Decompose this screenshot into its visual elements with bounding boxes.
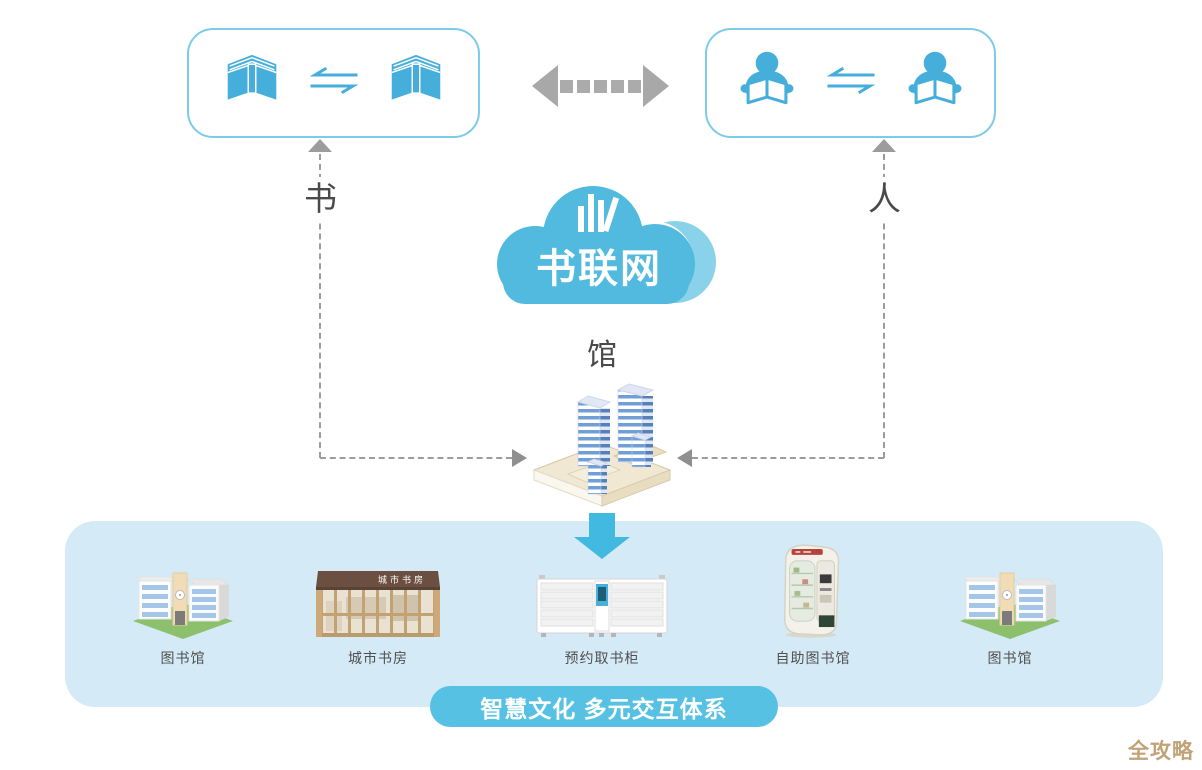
up-arrowhead-icon: [872, 139, 896, 152]
self-service-library-kiosk-icon: [774, 541, 852, 639]
city-hub-buildings-icon: [528, 374, 676, 519]
banner-pill: 智慧文化 多元交互体系: [430, 686, 778, 727]
library-building-icon: [958, 555, 1062, 639]
person-reading-icon: [901, 49, 969, 118]
open-book-icon: [384, 53, 448, 114]
exchange-arrows-icon: [309, 66, 358, 100]
hub-label: 馆: [587, 339, 617, 372]
person-reading-icon: [733, 49, 801, 118]
panel-item-library-1: 图书馆: [98, 555, 268, 668]
up-arrowhead-icon: [308, 139, 332, 152]
down-arrow-icon: [574, 513, 630, 559]
city-study-storefront-icon: 城市书房: [316, 571, 440, 639]
book-pickup-locker-icon: [535, 575, 669, 639]
book-internet-cloud: 书联网: [481, 176, 717, 316]
reader-exchange-box: [705, 28, 996, 138]
left-arrowhead-icon: [677, 449, 692, 467]
library-building-icon: [131, 555, 235, 639]
item-label: 图书馆: [160, 650, 206, 666]
watermark-text: 全攻略: [1128, 740, 1194, 763]
item-label: 预约取书柜: [564, 650, 640, 666]
person-label: 人: [865, 177, 904, 221]
book-dashed-line: [319, 154, 321, 458]
panel-item-library-2: 图书馆: [925, 555, 1095, 668]
arrow-right-head: [642, 65, 669, 107]
book-dashed-line-horizontal: [320, 457, 512, 459]
leaning-books-bars-icon: [578, 194, 620, 233]
double-headed-arrow-icon: [527, 64, 673, 108]
exchange-arrows-icon: [826, 66, 875, 100]
storefront-sign-text: 城市书房: [378, 574, 426, 585]
book-label: 书: [301, 177, 340, 221]
panel-item-pickup-locker: 预约取书柜: [517, 575, 687, 668]
item-label: 图书馆: [987, 650, 1033, 666]
panel-item-self-service-library: 自助图书馆: [728, 541, 898, 668]
open-book-icon: [220, 53, 284, 114]
person-dashed-line: [883, 154, 885, 458]
item-label: 自助图书馆: [775, 650, 851, 666]
person-dashed-line-horizontal: [692, 457, 884, 459]
item-label: 城市书房: [348, 650, 408, 666]
book-exchange-box: [187, 28, 480, 138]
panel-item-city-study: 城市书房 城市书房: [293, 571, 463, 668]
arrow-left-head: [531, 65, 558, 107]
right-arrowhead-icon: [512, 449, 527, 467]
cloud-title: 书联网: [536, 247, 662, 291]
